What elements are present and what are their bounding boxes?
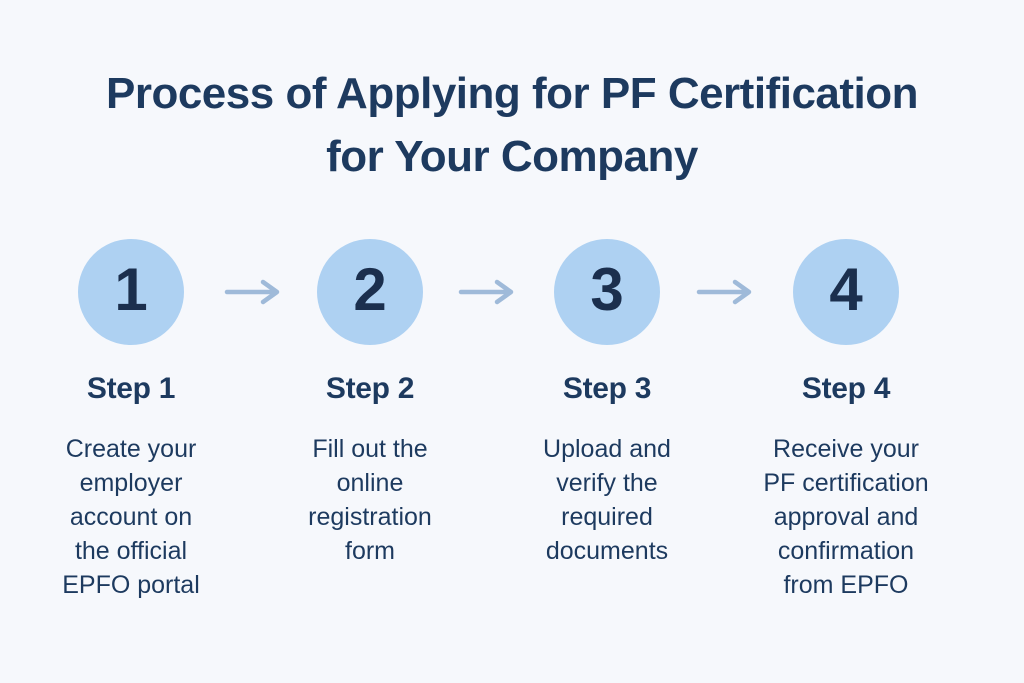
step-4-number: 4 — [829, 256, 863, 323]
right-arrow-icon — [696, 278, 756, 306]
step-column-4: 4 Step 4 Receive your PF certification a… — [731, 239, 961, 602]
step-2-description: Fill out the online registration form — [308, 435, 432, 565]
step-3-description: Upload and verify the required documents — [543, 435, 671, 565]
step-1-number: 1 — [114, 256, 148, 323]
step-3-number: 3 — [590, 256, 624, 323]
step-4-description: Receive your PF certification approval a… — [763, 435, 929, 599]
step-1-label: Step 1 — [86, 372, 176, 405]
step-1-circle: 1 — [78, 239, 184, 345]
step-2-number: 2 — [353, 256, 387, 323]
step-2-circle: 2 — [317, 239, 423, 345]
step-column-1: 1 Step 1 Create your employer account on… — [16, 239, 246, 602]
step-column-3: 3 Step 3 Upload and verify the required … — [492, 239, 722, 568]
step-2-label: Step 2 — [325, 372, 415, 405]
right-arrow-icon — [458, 278, 518, 306]
step-3-circle: 3 — [554, 239, 660, 345]
step-column-2: 2 Step 2 Fill out the online registratio… — [255, 239, 485, 568]
step-4-label: Step 4 — [801, 372, 891, 405]
step-4-circle: 4 — [793, 239, 899, 345]
step-1-description: Create your employer account on the offi… — [62, 435, 200, 599]
step-3-label: Step 3 — [562, 372, 652, 405]
page-title: Process of Applying for PF Certification… — [105, 69, 919, 181]
right-arrow-icon — [224, 278, 284, 306]
